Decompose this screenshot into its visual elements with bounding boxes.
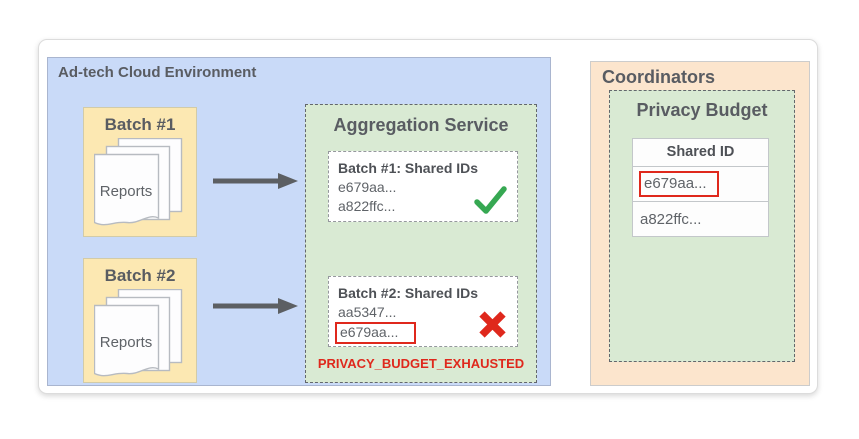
shared-id-value: a822ffc... bbox=[640, 210, 702, 228]
batch-2-label: Batch #2 bbox=[104, 266, 176, 285]
coordinators-box: Coordinators Privacy Budget Shared ID e6… bbox=[590, 61, 810, 386]
batch-1-result-title: Batch #1: Shared IDs bbox=[338, 160, 479, 176]
adtech-environment-title: Ad-tech Cloud Environment bbox=[58, 64, 257, 81]
shared-id-value: e679aa... bbox=[338, 179, 397, 195]
reports-stack-icon: Reports bbox=[94, 289, 186, 379]
aggregation-service-box: Aggregation Service Batch #1: Shared IDs… bbox=[305, 104, 537, 383]
table-row: e679aa... bbox=[633, 167, 768, 201]
shared-id-table-header: Shared ID bbox=[633, 139, 768, 167]
adtech-environment-box: Ad-tech Cloud Environment Batch #1 Repor… bbox=[47, 57, 551, 386]
table-row: a822ffc... bbox=[633, 201, 768, 236]
reports-stack-icon: Reports bbox=[94, 138, 186, 228]
diagram-card: Ad-tech Cloud Environment Batch #1 Repor… bbox=[38, 39, 818, 394]
paper-sheets-icon bbox=[94, 289, 183, 377]
shared-id-table: Shared ID e679aa... a822ffc... bbox=[632, 138, 769, 237]
success-check-icon bbox=[474, 186, 507, 214]
flow-arrow-batch1 bbox=[213, 173, 298, 189]
duplicate-shared-id-highlight: e679aa... bbox=[335, 322, 417, 344]
batch-1-result-box: Batch #1: Shared IDs e679aa... a822ffc..… bbox=[328, 151, 518, 222]
privacy-budget-exhausted-label: PRIVACY_BUDGET_EXHAUSTED bbox=[317, 356, 525, 371]
privacy-budget-title: Privacy Budget bbox=[636, 100, 768, 120]
coordinators-title: Coordinators bbox=[602, 67, 716, 87]
shared-id-value: aa5347... bbox=[338, 304, 397, 320]
consumed-shared-id-highlight: e679aa... bbox=[639, 171, 719, 197]
flow-arrow-batch2 bbox=[213, 298, 298, 314]
batch-2-reports-label: Reports bbox=[99, 334, 153, 351]
privacy-budget-box: Privacy Budget Shared ID e679aa... a822f… bbox=[609, 90, 795, 362]
batch-1-reports-label: Reports bbox=[99, 183, 153, 200]
batch-2-box: Batch #2 Reports bbox=[83, 258, 197, 383]
batch-2-result-box: Batch #2: Shared IDs aa5347... e679aa... bbox=[328, 276, 518, 347]
aggregation-service-title: Aggregation Service bbox=[333, 115, 509, 135]
batch-1-box: Batch #1 Reports bbox=[83, 107, 197, 237]
batch-2-result-title: Batch #2: Shared IDs bbox=[338, 285, 479, 301]
batch-1-label: Batch #1 bbox=[104, 115, 176, 134]
paper-sheets-icon bbox=[94, 138, 183, 226]
error-x-icon bbox=[479, 311, 506, 338]
shared-id-value: a822ffc... bbox=[338, 198, 396, 214]
